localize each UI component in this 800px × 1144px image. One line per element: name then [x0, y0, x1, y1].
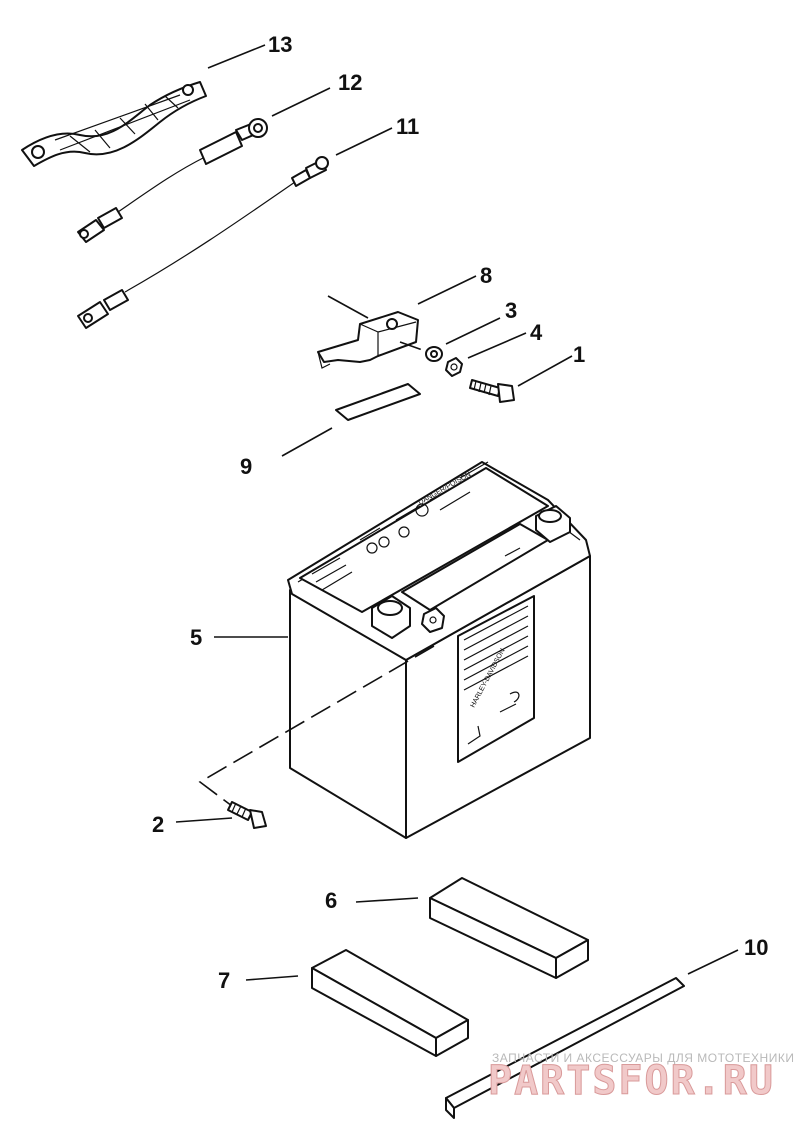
battery-part-5: DANGER/POISON HARLEY-DAVIDSON [287, 461, 591, 839]
callout-2: 2 [152, 812, 164, 837]
assembly-line-battery [198, 645, 435, 807]
leader-1 [517, 355, 573, 387]
bracket-part-8 [317, 311, 419, 369]
callout-9: 9 [240, 454, 252, 479]
leader-12 [271, 87, 331, 117]
screw-part-2 [227, 801, 267, 829]
strip-part-10 [445, 977, 685, 1119]
cable-part-11 [77, 156, 329, 329]
watermark: ЗАПЧАСТИ И АКСЕССУАРЫ ДЛЯ МОТОТЕХНИКИ PA… [488, 1051, 794, 1105]
leader-3 [445, 317, 501, 345]
callout-12: 12 [338, 70, 362, 95]
pad-block-part-6 [429, 877, 589, 979]
callout-8: 8 [480, 263, 492, 288]
washer-part-3 [425, 346, 443, 362]
callout-6: 6 [325, 888, 337, 913]
pad-block-part-7 [311, 949, 469, 1057]
pad-part-9 [335, 383, 421, 421]
callout-4: 4 [530, 320, 543, 345]
callout-10: 10 [744, 935, 768, 960]
callout-1: 1 [573, 342, 585, 367]
watermark-brand: PARTSFOR.RU [488, 1058, 775, 1104]
callout-5: 5 [190, 625, 202, 650]
leader-9 [281, 427, 333, 457]
leader-11 [335, 127, 393, 156]
bolt-part-1 [469, 379, 515, 403]
callout-11: 11 [396, 114, 419, 139]
leader-7 [245, 975, 299, 981]
leader-6 [355, 897, 419, 903]
callout-7: 7 [218, 968, 230, 993]
assembly-line-bracket [399, 341, 429, 353]
leader-4 [467, 332, 527, 359]
leader-10 [687, 949, 739, 975]
nut-part-4 [445, 357, 463, 377]
callout-13: 13 [268, 32, 292, 57]
leader-2 [175, 817, 233, 823]
ground-strap-part-13 [21, 81, 207, 167]
leader-8-a [327, 295, 369, 319]
cable-part-12 [77, 118, 268, 243]
leader-8 [417, 275, 477, 305]
watermark-tagline: ЗАПЧАСТИ И АКСЕССУАРЫ ДЛЯ МОТОТЕХНИКИ [492, 1051, 794, 1065]
callout-3: 3 [505, 298, 517, 323]
leader-13 [207, 44, 266, 69]
